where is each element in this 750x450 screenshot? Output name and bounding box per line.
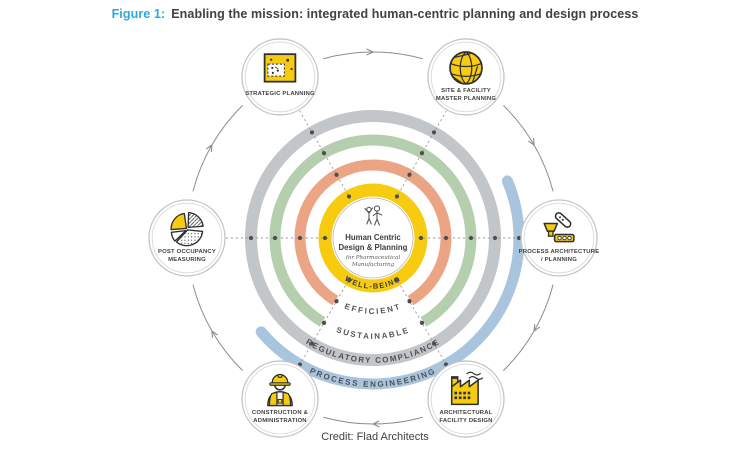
flow-arrows (192, 48, 554, 428)
process-nodes: STRATEGIC PLANNING SITE & FACILITY MASTER … (148, 38, 600, 438)
flow-arrowhead (211, 329, 218, 339)
center-hub-text: Human Centric (345, 233, 401, 242)
connector-dot (248, 235, 254, 241)
connector-dot (309, 130, 315, 135)
connector-dot (346, 277, 352, 282)
node-label: FACILITY DESIGN (439, 418, 492, 424)
flow-arc (192, 104, 243, 192)
node-label: SITE & FACILITY (441, 88, 491, 94)
center-circle (332, 197, 414, 279)
node-label: STRATEGIC PLANNING (245, 91, 315, 97)
node-label: POST OCCUPANCY (158, 249, 216, 255)
connector-dot (309, 341, 315, 346)
connector-dot (322, 235, 328, 241)
connector-dot (297, 235, 303, 241)
node-label: / PLANNING (541, 257, 577, 263)
node-label: CONSTRUCTION & (252, 410, 309, 416)
connector-dot (321, 320, 327, 325)
node-label: ADMINISTRATION (253, 418, 306, 424)
node-construction-administration: CONSTRUCTION & ADMINISTRATION (241, 360, 319, 438)
node-label: MASTER PLANNING (436, 96, 496, 102)
node-architectural-facility-design: ARCHITECTURAL FACILITY DESIGN (427, 360, 505, 438)
radial-connectors (226, 110, 522, 367)
node-site-facility-master-planning: SITE & FACILITY MASTER PLANNING (427, 38, 505, 116)
figure-title: Figure 1: Enabling the mission: integrate… (0, 7, 750, 21)
flow-arc (192, 284, 243, 372)
flow-arrowhead (366, 48, 375, 56)
connector-dot (334, 172, 339, 177)
connector-dot (346, 194, 352, 199)
connector-dot (334, 299, 339, 304)
connector-dot (321, 151, 327, 156)
connector-dot (419, 151, 425, 156)
connector-dot (468, 235, 474, 241)
credit-line: Credit: Flad Architects (321, 431, 429, 443)
connector-dot (272, 235, 278, 241)
figure-number: Figure 1: (111, 7, 166, 21)
connector-dot (407, 172, 412, 177)
flow-arc (323, 51, 423, 60)
ring-label-gap (319, 316, 427, 343)
figure-caption: Enabling the mission: integrated human-c… (171, 7, 639, 21)
connector-dot (431, 341, 437, 346)
flow-arrowhead (533, 323, 541, 333)
center-hub-text: Manufacturing (351, 262, 395, 268)
node-label: ARCHITECTURAL (440, 410, 493, 416)
connector-dot (394, 194, 400, 199)
connector-dot (492, 235, 498, 241)
connector-dot (516, 235, 522, 241)
connector-dot (419, 320, 425, 325)
connector-dot (418, 235, 424, 241)
connector-dot (443, 235, 449, 241)
node-strategic-planning: STRATEGIC PLANNING (241, 38, 319, 116)
flow-arrowhead (528, 137, 535, 147)
center-hub-text: Design & Planning (339, 243, 408, 252)
connector-dot (407, 299, 412, 304)
ring-process-engineering (255, 175, 525, 390)
map-icon (263, 53, 297, 83)
node-label: MEASURING (168, 257, 206, 263)
node-label: PROCESS ARCHITECTURE (519, 249, 600, 255)
flow-arc (323, 416, 423, 425)
node-process-architecture-planning: PROCESS ARCHITECTURE / PLANNING (519, 199, 600, 277)
node-post-occupancy-measuring: POST OCCUPANCY MEASURING (148, 199, 226, 277)
flow-arrowhead (205, 143, 213, 153)
ring-label: PROCESS ENGINEERING (308, 366, 437, 389)
ring-label-gap (332, 294, 414, 318)
center-hub-text: for Pharmaceutical (345, 255, 400, 261)
globe-icon (449, 51, 483, 85)
flow-arrowhead (371, 420, 380, 428)
connector-dot (431, 130, 437, 135)
connector-dot (394, 277, 400, 282)
